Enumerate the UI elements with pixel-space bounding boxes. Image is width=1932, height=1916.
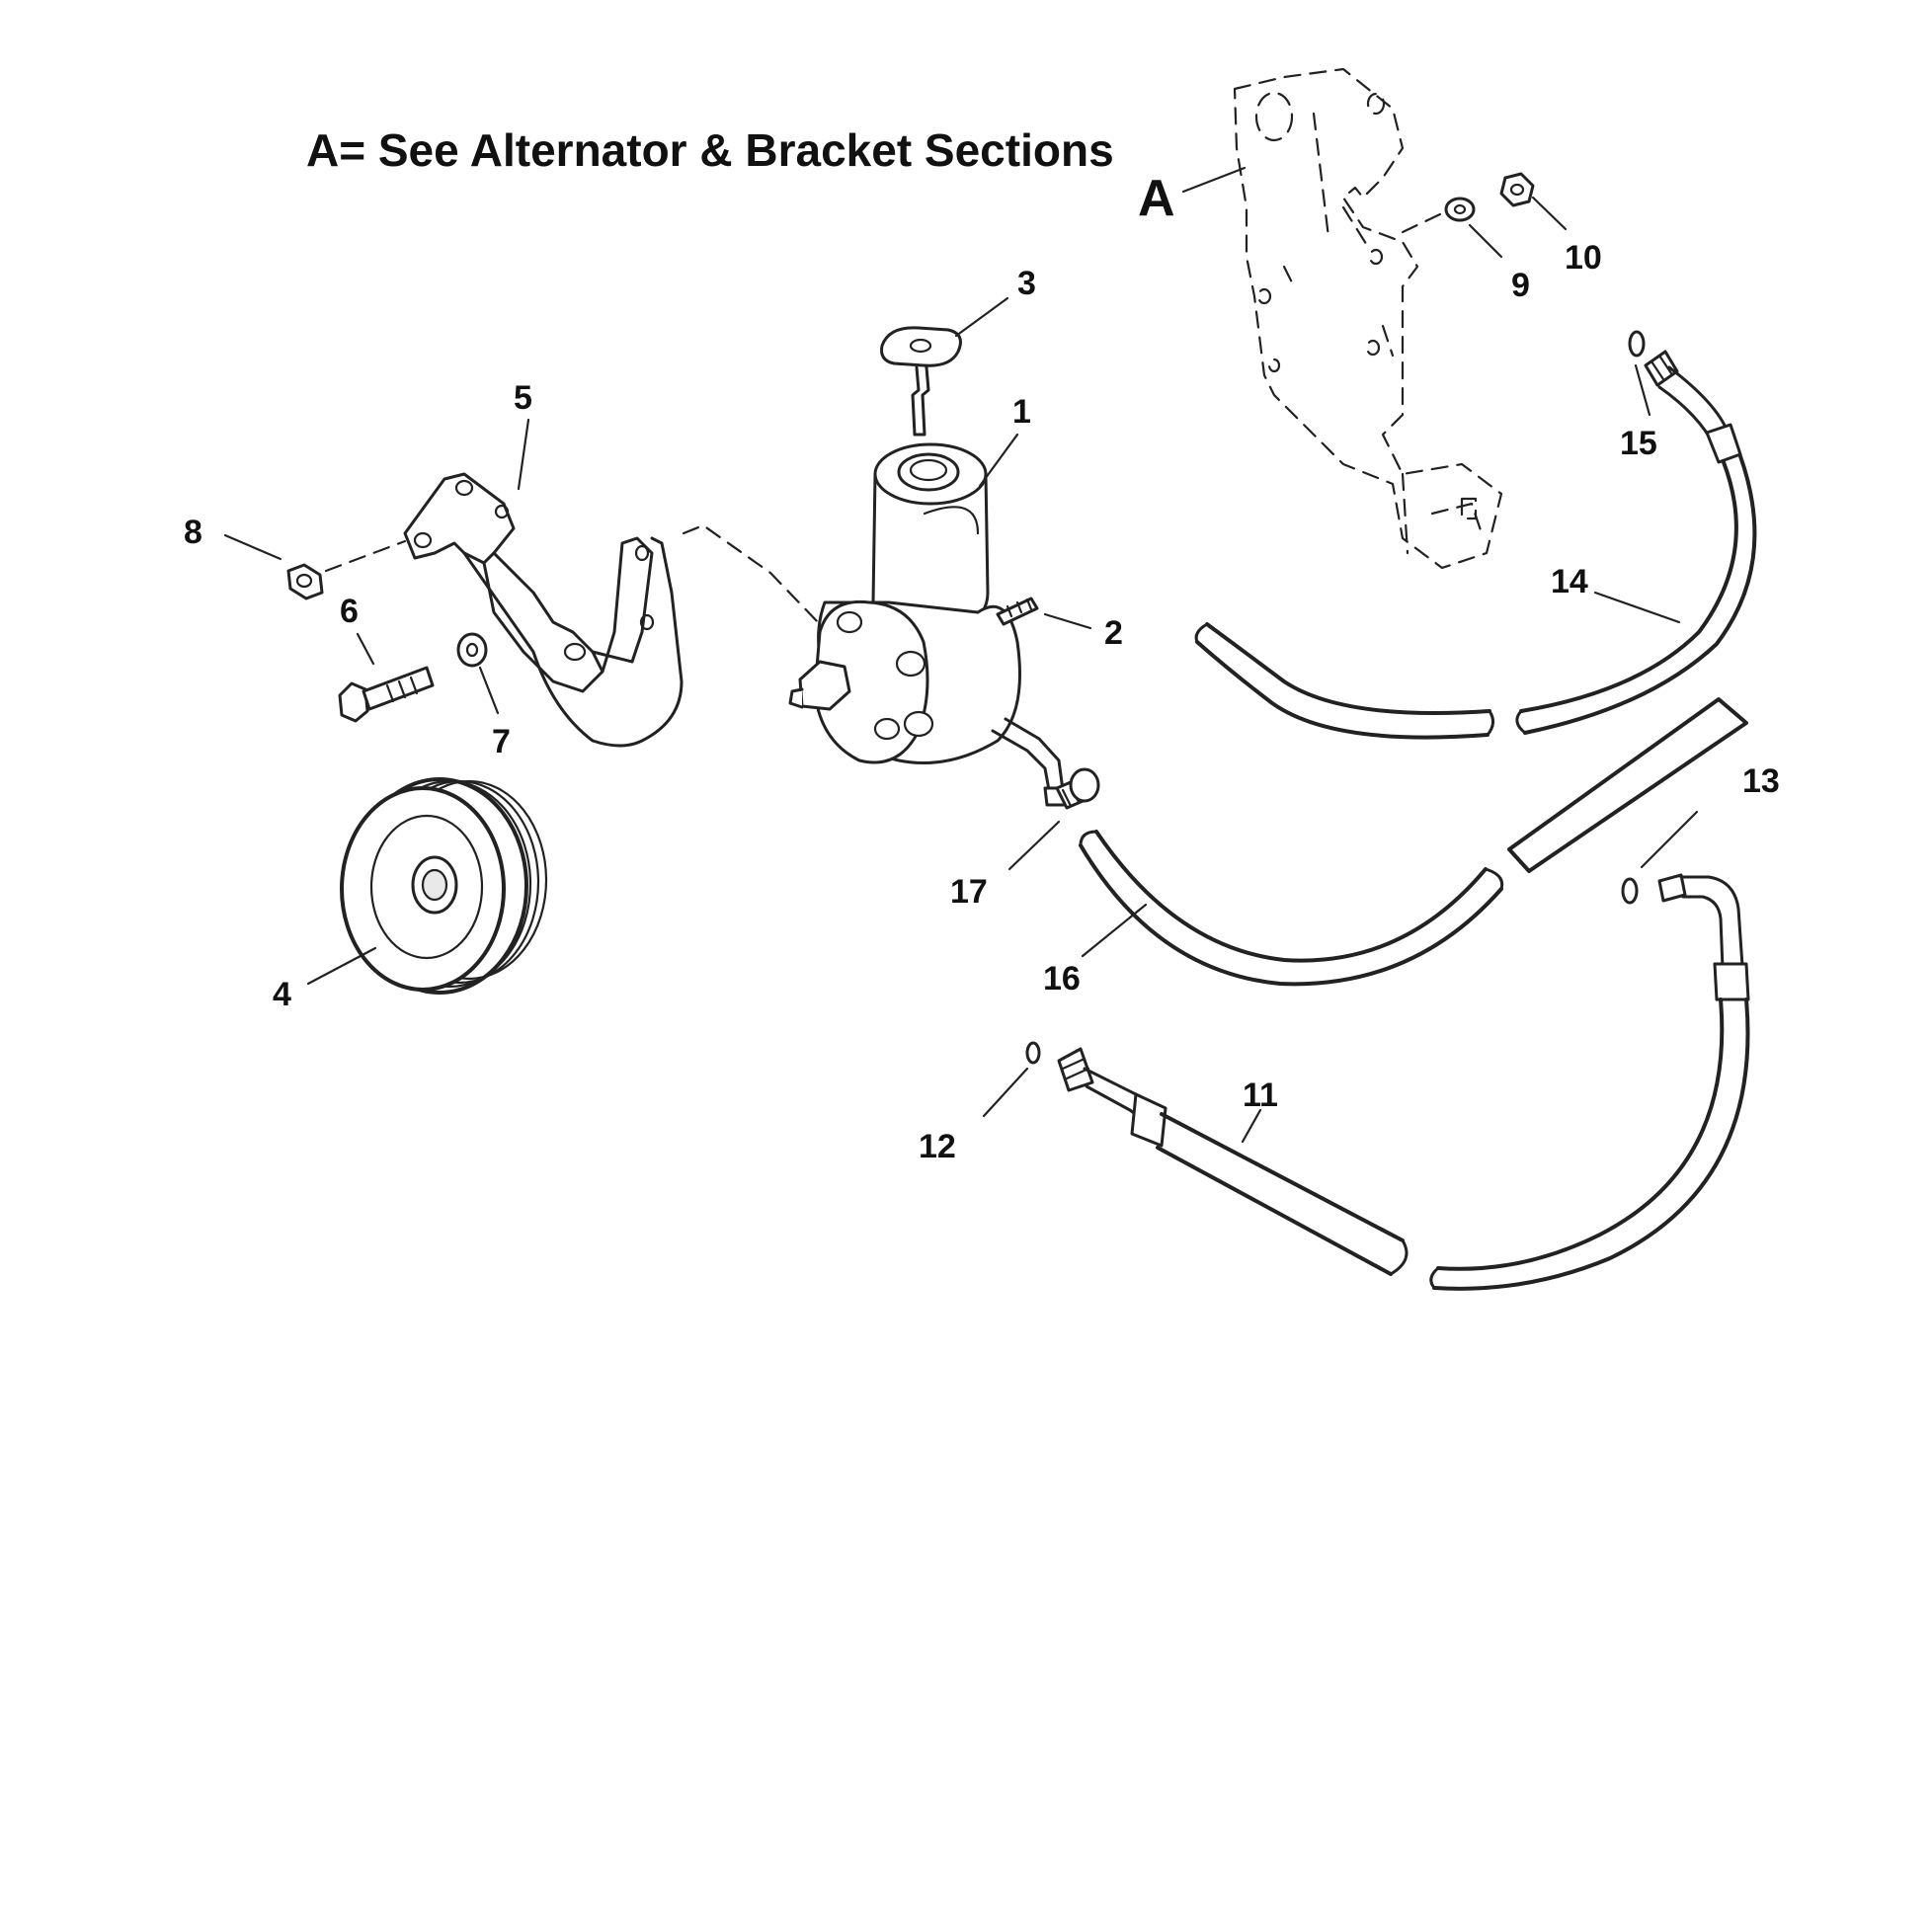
callout-5: 5 [514, 379, 532, 417]
hose-16 [1079, 697, 1748, 987]
callout-1: 1 [1012, 393, 1031, 431]
callout-11: 11 [1243, 1077, 1278, 1114]
pulley-4 [306, 777, 548, 995]
callout-14: 14 [1551, 563, 1588, 600]
callout-13: 13 [1742, 762, 1780, 800]
callout-6: 6 [340, 593, 359, 630]
callout-8: 8 [184, 514, 202, 551]
o-ring-12 [982, 1041, 1041, 1118]
stud-2 [996, 597, 1092, 630]
diagram-note: A= See Alternator & Bracket Sections [306, 124, 1114, 176]
nut-10 [1499, 172, 1568, 231]
callout-16: 16 [1043, 960, 1081, 998]
reference-label-a: A [1138, 170, 1175, 227]
callout-7: 7 [492, 723, 511, 760]
pump-bracket-5 [403, 418, 684, 748]
reservoir-cap-3 [880, 296, 1009, 437]
callout-9: 9 [1511, 267, 1530, 304]
fitting-17 [1007, 767, 1100, 871]
callout-4: 4 [273, 976, 291, 1013]
pressure-hose-11 [1057, 873, 1750, 1291]
callout-15: 15 [1620, 425, 1657, 462]
callout-3: 3 [1017, 265, 1036, 302]
alternator-bracket-reference [1181, 67, 1503, 570]
o-ring-13 [1621, 810, 1699, 905]
callout-12: 12 [919, 1128, 956, 1165]
o-ring-15 [1628, 330, 1651, 417]
power-steering-pump-1 [682, 433, 1071, 807]
washer-9 [1401, 197, 1503, 259]
callout-17: 17 [950, 873, 988, 911]
callout-10: 10 [1565, 239, 1602, 277]
hose-14 [1194, 350, 1757, 740]
washer-7 [456, 632, 500, 715]
callout-2: 2 [1104, 614, 1123, 652]
nut-8 [223, 533, 407, 600]
bolt-6 [338, 632, 435, 723]
